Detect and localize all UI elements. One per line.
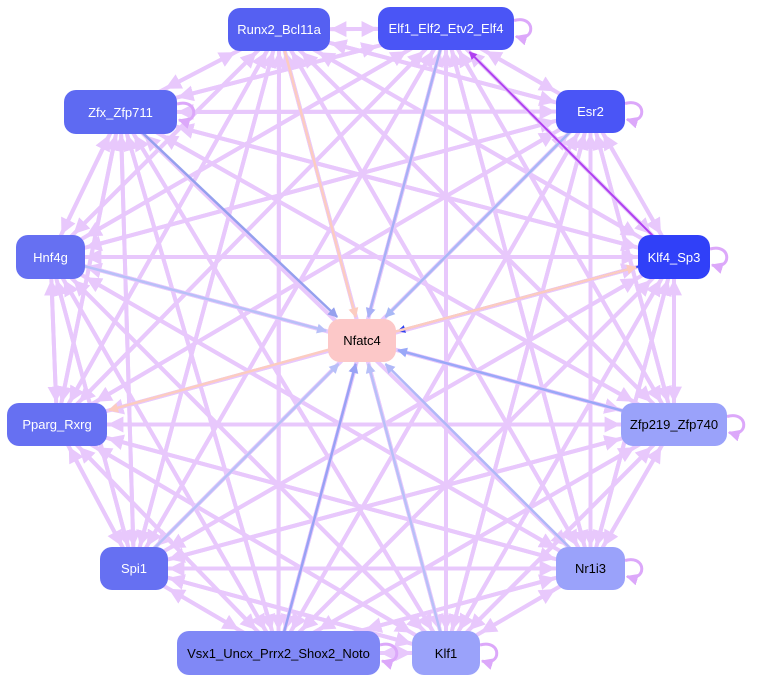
- edge-klf1-esr2: [444, 133, 589, 654]
- self-loop-elf1: [513, 18, 533, 46]
- node-zfx[interactable]: Zfx_Zfp711: [64, 90, 177, 134]
- node-label: Esr2: [577, 104, 604, 119]
- node-runx2[interactable]: Runx2_Bcl11a: [228, 8, 330, 51]
- node-label: Klf1: [434, 645, 458, 661]
- edge-pparg-hnf4g: [43, 279, 60, 425]
- node-pparg[interactable]: Pparg_Rxrg: [7, 403, 107, 446]
- edge-spi1-elf1: [132, 50, 435, 570]
- node-vsx1[interactable]: Vsx1_Uncx_Prrx2_Shox2_Noto: [177, 631, 380, 675]
- node-nr1i3[interactable]: Nr1i3: [556, 547, 625, 590]
- edge-klf1-pparg: [95, 446, 448, 655]
- edge-spi1-zfx: [113, 134, 136, 569]
- edge-spi1-nfatc4: [133, 363, 340, 570]
- edge-vsx1-nfatc4: [277, 363, 359, 654]
- edge-nr1i3-elf1: [448, 50, 593, 570]
- self-loop-zfp219: [726, 414, 746, 442]
- edge-hnf4g-runx2: [49, 51, 257, 259]
- node-label: Hnf4g: [33, 249, 68, 265]
- node-label: Vsx1_Uncx_Prrx2_Shox2_Noto: [187, 645, 370, 661]
- edge-klf1-zfx: [133, 134, 448, 655]
- node-label: Nr1i3: [574, 561, 607, 576]
- node-esr2[interactable]: Esr2: [556, 90, 625, 133]
- node-label: Spi1: [120, 561, 148, 576]
- self-loop-klf1: [479, 642, 499, 670]
- edge-klf1-spi1: [168, 574, 447, 655]
- edge-klf1-nfatc4: [365, 363, 448, 654]
- edge-pparg-runx2: [55, 51, 268, 426]
- node-zfp219[interactable]: Zfp219_Zfp740: [621, 403, 727, 446]
- edge-nr1i3-nfatc4: [384, 363, 592, 570]
- node-elf1[interactable]: Elf1_Elf2_Etv2_Elf4: [378, 7, 514, 50]
- edge-spi1-zfp219: [133, 435, 621, 571]
- edge-nfatc4-pparg: [108, 339, 363, 413]
- node-label: Pparg_Rxrg: [22, 417, 92, 432]
- edge-zfx-nfatc4: [119, 111, 339, 318]
- edge-esr2-nfatc4: [384, 110, 592, 318]
- node-label: Runx2_Bcl11a: [237, 22, 321, 37]
- edge-hnf4g-elf1: [49, 50, 407, 259]
- edge-pparg-esr2: [55, 131, 556, 427]
- edge-vsx1-zfx: [123, 134, 281, 654]
- edge-klf1-klf4: [444, 279, 662, 654]
- self-loop-klf4: [709, 246, 729, 274]
- edge-klf4-elf1: [468, 51, 675, 258]
- self-loop-vsx1: [379, 642, 399, 670]
- edge-elf1-nfatc4: [365, 28, 448, 318]
- edge-vsx1-esr2: [276, 133, 579, 654]
- self-loop-esr2: [624, 101, 644, 129]
- edge-klf4-runx2: [318, 51, 675, 259]
- node-hnf4g[interactable]: Hnf4g: [16, 235, 85, 279]
- edge-vsx1-pparg: [78, 446, 280, 655]
- edge-zfp219-elf1: [457, 50, 676, 426]
- edge-runx2-nfatc4: [277, 29, 359, 318]
- self-loop-zfx: [176, 101, 196, 129]
- edge-hnf4g-esr2: [49, 117, 556, 259]
- edge-nr1i3-runx2: [290, 51, 593, 570]
- node-label: Elf1_Elf2_Etv2_Elf4: [388, 21, 504, 36]
- edge-klf1-hnf4g: [73, 279, 448, 655]
- node-spi1[interactable]: Spi1: [100, 547, 168, 590]
- node-label: Klf4_Sp3: [647, 249, 701, 265]
- edge-klf1-zfp219: [444, 446, 652, 655]
- edge-hnf4g-nfatc4: [50, 255, 327, 334]
- self-loop-nr1i3: [624, 558, 644, 586]
- node-klf4[interactable]: Klf4_Sp3: [638, 235, 710, 279]
- node-label: Nfatc4: [343, 333, 381, 348]
- edge-nr1i3-pparg: [107, 434, 592, 571]
- edge-vsx1-hnf4g: [62, 279, 281, 654]
- node-nfatc4[interactable]: Nfatc4: [328, 319, 396, 362]
- node-klf1[interactable]: Klf1: [412, 631, 480, 675]
- edge-nfatc4-klf4: [361, 264, 637, 342]
- node-label: Zfx_Zfp711: [88, 104, 153, 120]
- edge-vsx1-zfp219: [277, 446, 635, 655]
- node-label: Zfp219_Zfp740: [629, 417, 719, 432]
